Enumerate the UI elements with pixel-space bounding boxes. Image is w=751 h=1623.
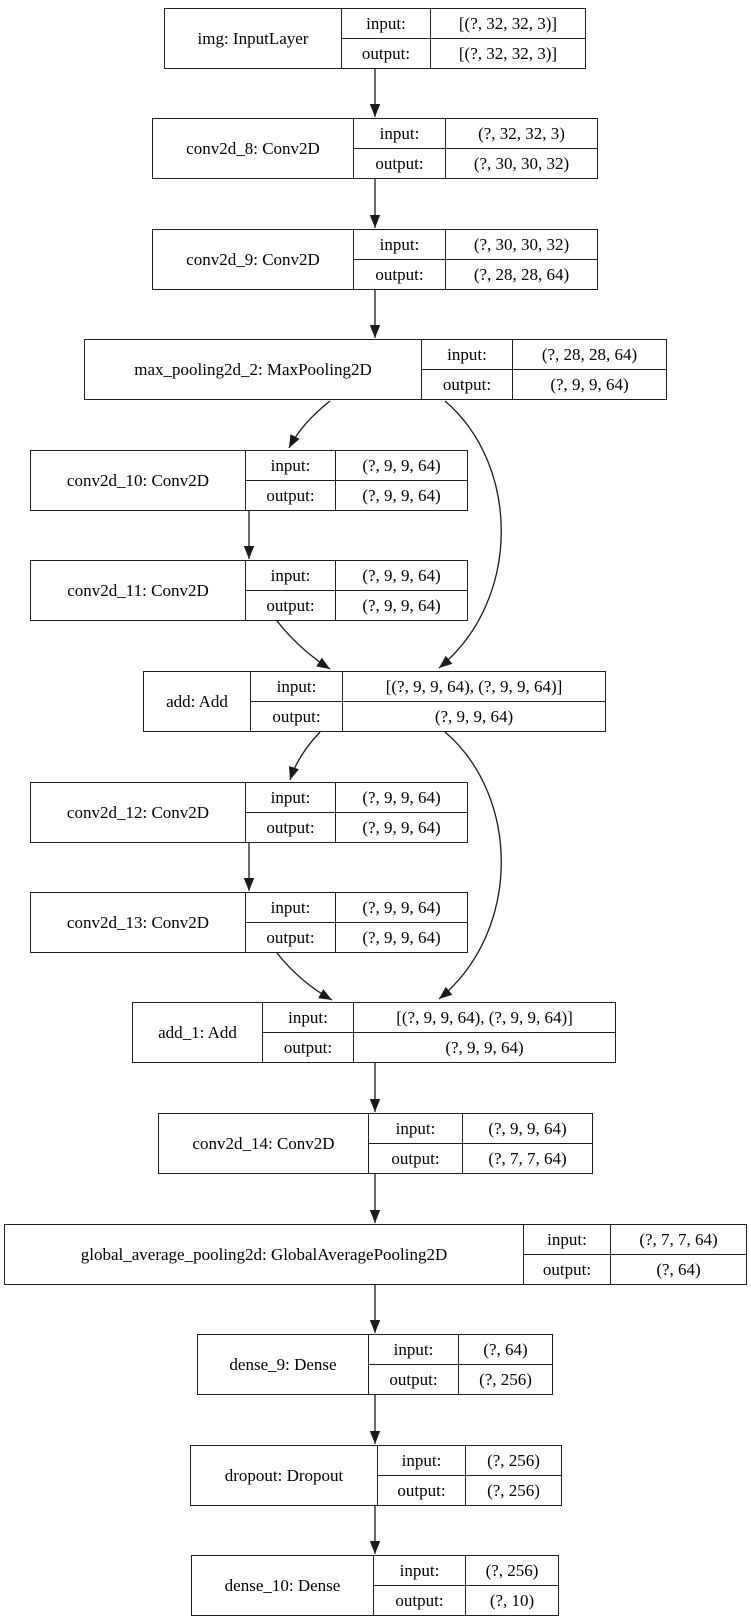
output-shape: (?, 9, 9, 64) — [550, 375, 629, 394]
input-shape: (?, 9, 9, 64) — [362, 456, 441, 475]
edge-add-to-add-1-skip — [438, 731, 502, 1000]
layer-node-add: add: Add input: [(?, 9, 9, 64), (?, 9, 9… — [143, 671, 606, 732]
input-shape: (?, 28, 28, 64) — [541, 345, 638, 364]
output-shape: (?, 9, 9, 64) — [445, 1038, 524, 1057]
layer-name: conv2d_13: Conv2D — [31, 893, 246, 952]
input-shape: (?, 256) — [485, 1561, 539, 1580]
output-shape: (?, 64) — [656, 1260, 701, 1279]
output-shape: (?, 9, 9, 64) — [434, 707, 514, 726]
layer-node-global-average-pooling2d: global_average_pooling2d: GlobalAverageP… — [4, 1224, 747, 1285]
input-shape: (?, 9, 9, 64) — [362, 898, 441, 917]
layer-name: global_average_pooling2d: GlobalAverageP… — [5, 1225, 524, 1284]
input-label: input: — [342, 9, 431, 38]
output-shape: (?, 9, 9, 64) — [362, 818, 441, 837]
output-label: output: — [342, 39, 431, 68]
input-label: input: — [246, 893, 336, 922]
input-label: input: — [354, 230, 446, 259]
output-label: output: — [246, 591, 336, 620]
output-label: output: — [246, 923, 336, 952]
layer-node-conv2d-9: conv2d_9: Conv2D input: (?, 30, 30, 32) … — [152, 229, 598, 290]
input-label: input: — [422, 340, 513, 369]
input-label: input: — [246, 451, 336, 480]
output-label: output: — [246, 481, 336, 510]
input-shape: (?, 7, 7, 64) — [639, 1230, 718, 1249]
layer-node-img: img: InputLayer input: [(?, 32, 32, 3)] … — [164, 8, 586, 69]
layer-name: dropout: Dropout — [191, 1446, 378, 1505]
output-shape: (?, 30, 30, 32) — [473, 154, 570, 173]
input-shape: (?, 256) — [487, 1451, 540, 1470]
layer-name: add_1: Add — [133, 1003, 263, 1062]
edge-conv2d-13-to-add-1 — [276, 952, 333, 1001]
layer-node-conv2d-11: conv2d_11: Conv2D input: (?, 9, 9, 64) o… — [30, 560, 468, 621]
layer-node-add-1: add_1: Add input: [(?, 9, 9, 64), (?, 9,… — [132, 1002, 616, 1063]
input-label: input: — [263, 1003, 354, 1032]
input-label: input: — [374, 1556, 466, 1585]
layer-node-conv2d-14: conv2d_14: Conv2D input: (?, 9, 9, 64) o… — [158, 1113, 593, 1174]
layer-name: add: Add — [144, 672, 251, 731]
output-shape: (?, 9, 9, 64) — [362, 596, 441, 615]
output-label: output: — [354, 260, 446, 289]
input-label: input: — [524, 1225, 611, 1254]
edge-max-pooling-to-add-skip — [438, 400, 502, 669]
output-shape: (?, 9, 9, 64) — [362, 486, 441, 505]
output-shape: [(?, 32, 32, 3)] — [458, 44, 558, 63]
input-shape: (?, 9, 9, 64) — [362, 788, 441, 807]
layer-name: conv2d_14: Conv2D — [159, 1114, 369, 1173]
output-label: output: — [369, 1144, 463, 1173]
layer-name: img: InputLayer — [165, 9, 342, 68]
layer-node-dense-10: dense_10: Dense input: (?, 256) output: … — [191, 1555, 559, 1616]
output-shape: (?, 9, 9, 64) — [362, 928, 441, 947]
edge-add-to-conv2d-12 — [289, 731, 321, 781]
layer-node-conv2d-12: conv2d_12: Conv2D input: (?, 9, 9, 64) o… — [30, 782, 468, 843]
layer-name: conv2d_11: Conv2D — [31, 561, 246, 620]
input-label: input: — [246, 783, 336, 812]
output-label: output: — [422, 370, 513, 399]
layer-node-conv2d-10: conv2d_10: Conv2D input: (?, 9, 9, 64) o… — [30, 450, 468, 511]
output-label: output: — [369, 1365, 459, 1394]
output-shape: (?, 28, 28, 64) — [473, 265, 570, 284]
input-label: input: — [369, 1114, 463, 1143]
output-label: output: — [374, 1586, 466, 1615]
output-shape: (?, 7, 7, 64) — [488, 1149, 567, 1168]
input-label: input: — [378, 1446, 466, 1475]
layer-name: conv2d_12: Conv2D — [31, 783, 246, 842]
edge-max-pooling-to-conv2d-10 — [288, 400, 331, 449]
output-label: output: — [354, 149, 446, 178]
output-shape: (?, 10) — [489, 1591, 535, 1610]
output-label: output: — [378, 1476, 466, 1505]
layer-node-max-pooling2d-2: max_pooling2d_2: MaxPooling2D input: (?,… — [84, 339, 667, 400]
layer-name: conv2d_8: Conv2D — [153, 119, 354, 178]
input-shape: [(?, 9, 9, 64), (?, 9, 9, 64)] — [385, 677, 563, 696]
output-label: output: — [263, 1033, 354, 1062]
layer-name: dense_9: Dense — [198, 1335, 369, 1394]
input-label: input: — [246, 561, 336, 590]
input-shape: [(?, 9, 9, 64), (?, 9, 9, 64)] — [396, 1008, 573, 1027]
layer-node-conv2d-13: conv2d_13: Conv2D input: (?, 9, 9, 64) o… — [30, 892, 468, 953]
layer-name: dense_10: Dense — [192, 1556, 374, 1615]
input-shape: (?, 9, 9, 64) — [488, 1119, 567, 1138]
input-label: input: — [354, 119, 446, 148]
input-shape: (?, 32, 32, 3) — [478, 124, 565, 143]
input-shape: (?, 64) — [483, 1340, 528, 1359]
layer-node-dense-9: dense_9: Dense input: (?, 64) output: (?… — [197, 1334, 553, 1395]
output-label: output: — [246, 813, 336, 842]
layer-node-dropout: dropout: Dropout input: (?, 256) output:… — [190, 1445, 562, 1506]
output-shape: (?, 256) — [487, 1481, 540, 1500]
input-shape: (?, 9, 9, 64) — [362, 566, 441, 585]
edge-conv2d-11-to-add — [276, 620, 331, 670]
input-label: input: — [369, 1335, 459, 1364]
output-shape: (?, 256) — [479, 1370, 532, 1389]
layer-node-conv2d-8: conv2d_8: Conv2D input: (?, 32, 32, 3) o… — [152, 118, 598, 179]
layer-name: conv2d_10: Conv2D — [31, 451, 246, 510]
input-shape: [(?, 32, 32, 3)] — [458, 14, 558, 33]
input-shape: (?, 30, 30, 32) — [473, 235, 570, 254]
layer-name: conv2d_9: Conv2D — [153, 230, 354, 289]
input-label: input: — [251, 672, 343, 701]
output-label: output: — [524, 1255, 611, 1284]
output-label: output: — [251, 702, 343, 731]
layer-name: max_pooling2d_2: MaxPooling2D — [85, 340, 422, 399]
